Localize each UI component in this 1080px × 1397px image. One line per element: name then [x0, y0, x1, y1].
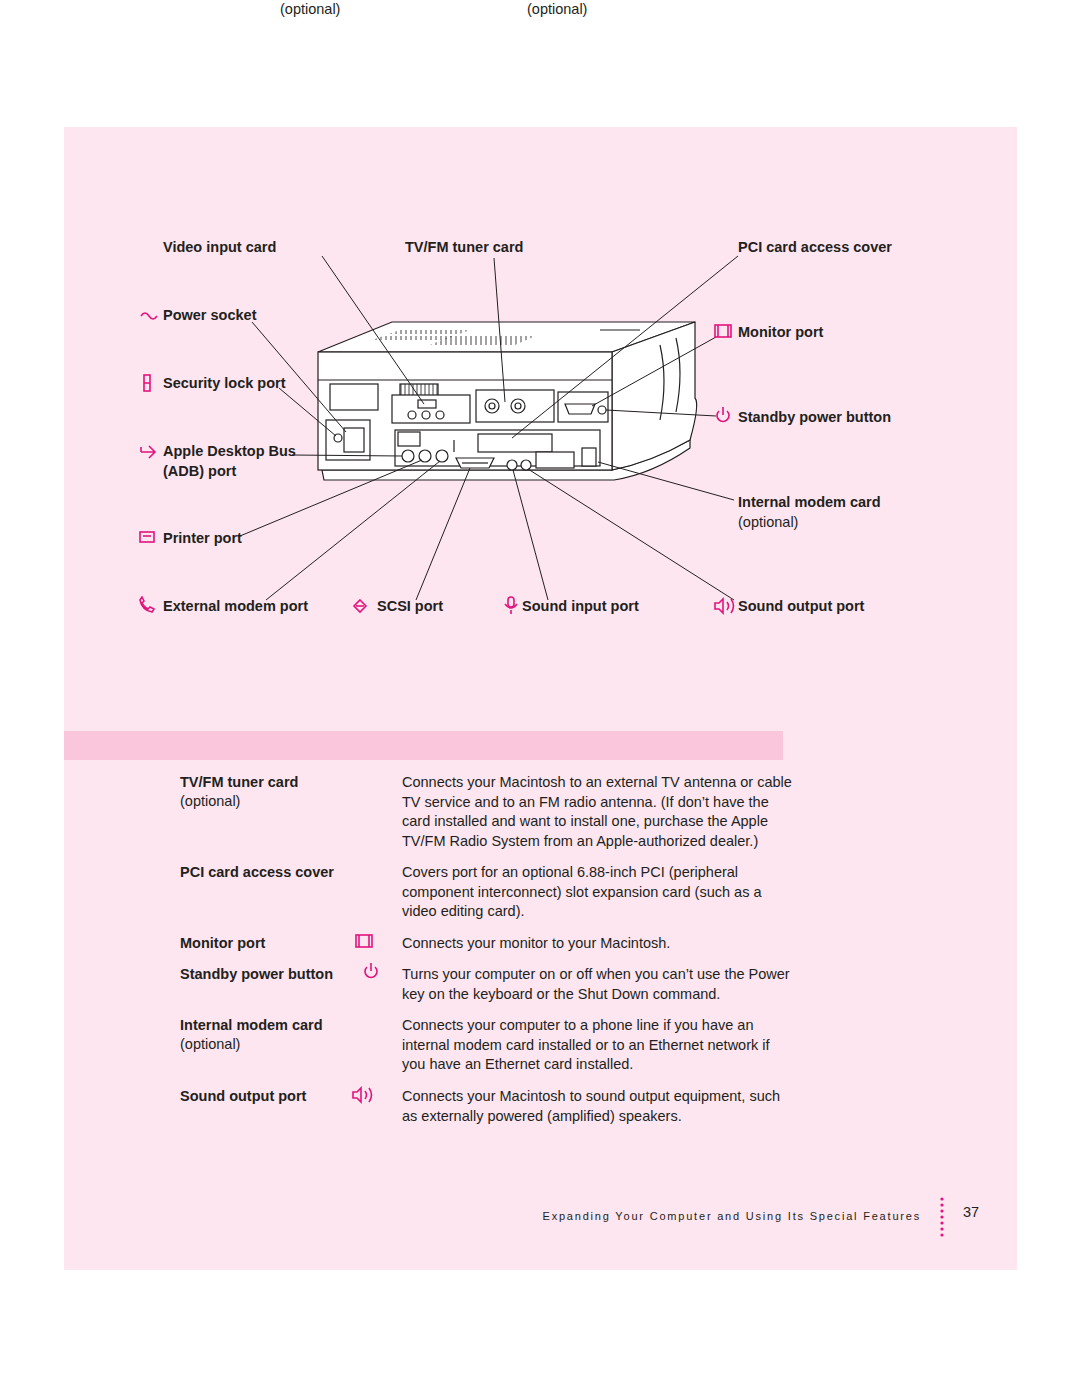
- callout-label: PCI card access cover: [738, 238, 892, 258]
- callout-label: Printer port: [163, 529, 242, 549]
- optional-note: (optional): [527, 0, 587, 20]
- table-term: Sound output port: [180, 1087, 306, 1107]
- table-description: Turns your computer on or off when you c…: [402, 965, 794, 1004]
- optional-note: (optional): [180, 792, 240, 812]
- table-term: Monitor port: [180, 934, 265, 954]
- callout-label: Sound output port: [738, 597, 864, 617]
- table-description: Connects your Macintosh to an external T…: [402, 773, 794, 851]
- table-term: PCI card access cover: [180, 863, 334, 883]
- callout-label: Security lock port: [163, 374, 285, 394]
- table-description: Covers port for an optional 6.88-inch PC…: [402, 863, 794, 922]
- optional-note: (optional): [180, 1035, 240, 1055]
- callout-label: Sound input port: [522, 597, 639, 617]
- table-term: Standby power button: [180, 965, 333, 985]
- page-number: 37: [963, 1203, 979, 1223]
- callout-label: Monitor port: [738, 323, 823, 343]
- callout-label: Video input card: [163, 238, 276, 258]
- optional-note: (optional): [738, 513, 798, 533]
- optional-note: (optional): [280, 0, 340, 20]
- callout-label: Power socket: [163, 306, 257, 326]
- callout-label: External modem port: [163, 597, 308, 617]
- table-term: TV/FM tuner card: [180, 773, 298, 793]
- table-description: Connects your computer to a phone line i…: [402, 1016, 794, 1075]
- table-description: Connects your Macintosh to sound output …: [402, 1087, 794, 1126]
- callout-label: Apple Desktop Bus (ADB) port: [163, 442, 313, 481]
- callout-label: TV/FM tuner card: [405, 238, 523, 258]
- callout-label: SCSI port: [377, 597, 443, 617]
- table-header-band: [64, 731, 783, 760]
- callout-label: Internal modem card: [738, 493, 881, 513]
- table-description: Connects your monitor to your Macintosh.: [402, 934, 794, 954]
- running-footer: Expanding Your Computer and Using Its Sp…: [543, 1207, 921, 1227]
- table-term: Internal modem card: [180, 1016, 323, 1036]
- callout-label: Standby power button: [738, 408, 891, 428]
